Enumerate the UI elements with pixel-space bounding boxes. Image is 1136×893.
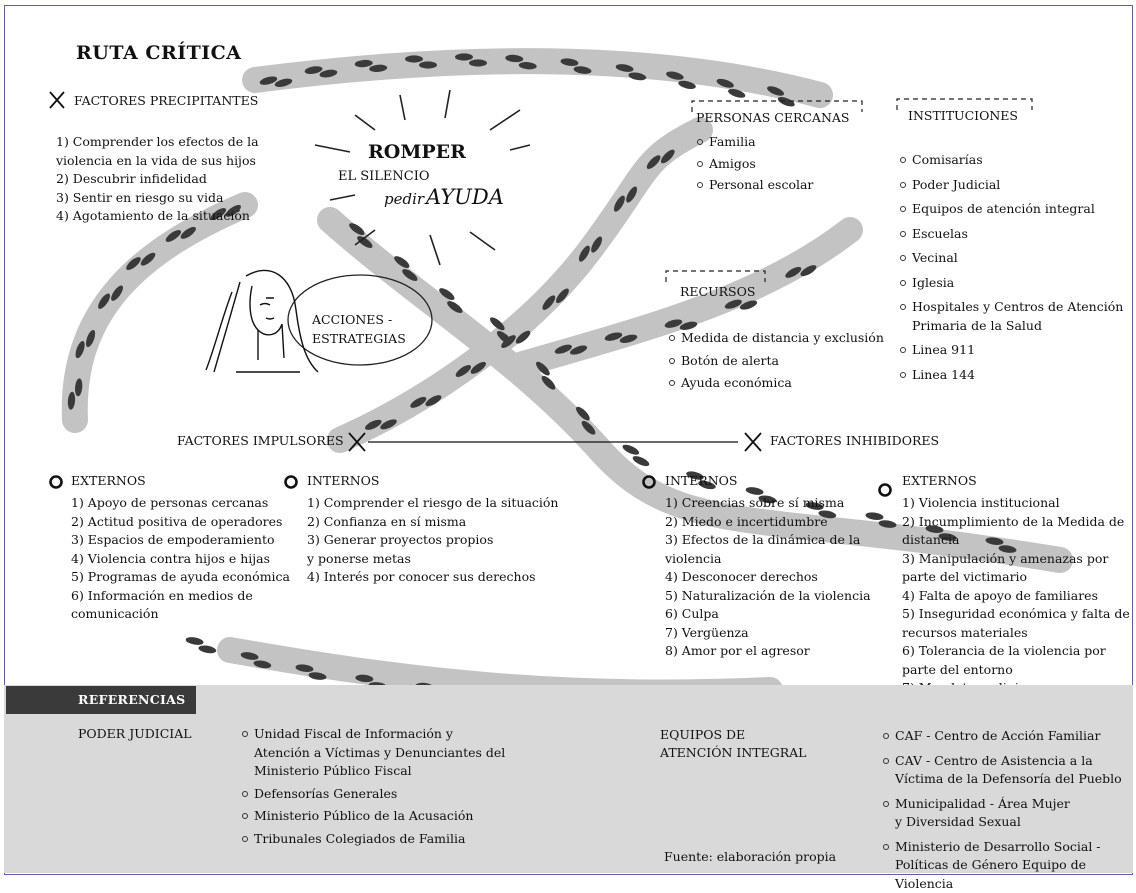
list-item: Botón de alerta	[669, 352, 884, 371]
list-item: 6) Información en medios de	[71, 587, 290, 606]
recursos-heading: RECURSOS	[680, 284, 755, 299]
instituciones-heading: INSTITUCIONES	[908, 108, 1018, 123]
list-item: 3) Efectos de la dinámica de la	[665, 531, 871, 550]
equipos-list: CAF - Centro de Acción Familiar CAV - Ce…	[883, 727, 1128, 893]
list-item: recursos materiales	[902, 624, 1130, 643]
impulsores-internos-heading: INTERNOS	[307, 473, 380, 488]
list-item: 5) Programas de ayuda económica	[71, 568, 290, 587]
impulsores-externos-heading: EXTERNOS	[71, 473, 146, 488]
referencias-tab: REFERENCIAS	[6, 686, 196, 714]
list-item: 2) Actitud positiva de operadores	[71, 513, 290, 532]
list-item: 5) Inseguridad económica y falta de	[902, 605, 1130, 624]
list-item: Ayuda económica	[669, 374, 884, 393]
list-item: Poder Judicial	[900, 176, 1130, 195]
list-item: 4) Agotamiento de la situación	[56, 207, 259, 226]
source-note: Fuente: elaboración propia	[664, 849, 836, 864]
list-item: 3) Sentir en riesgo su vida	[56, 189, 259, 208]
circle-mark	[51, 477, 891, 496]
factores-impulsores-heading: FACTORES IMPULSORES	[177, 433, 344, 448]
recursos-list: Medida de distancia y exclusión Botón de…	[669, 329, 884, 393]
footprint-mark	[184, 636, 218, 655]
list-item: 2) Confianza en sí misma	[307, 513, 558, 532]
list-item: 4) Violencia contra hijos e hijas	[71, 550, 290, 569]
list-item: Linea 911	[900, 341, 1130, 360]
inhibidores-internos-heading: INTERNOS	[665, 473, 738, 488]
list-item: Familia	[697, 133, 813, 152]
list-item: 4) Desconocer derechos	[665, 568, 871, 587]
list-item: 6) Culpa	[665, 605, 871, 624]
list-item: 3) Manipulación y amenazas por	[902, 550, 1130, 569]
list-item: parte del entorno	[902, 661, 1130, 680]
list-item: Ministerio Público de la Acusación	[242, 807, 512, 826]
list-item: 8) Amor por el agresor	[665, 642, 871, 661]
instituciones-list: Comisarías Poder Judicial Equipos de ate…	[900, 151, 1130, 390]
list-item: 2) Incumplimiento de la Medida de	[902, 513, 1130, 532]
list-item: Municipalidad - Área Mujer y Diversidad …	[883, 795, 1070, 832]
equipos-label-2: ATENCIÓN INTEGRAL	[660, 745, 806, 760]
list-item: 1) Creencias sobre sí misma	[665, 494, 871, 513]
list-item: Hospitales y Centros de Atención Primari…	[900, 298, 1127, 335]
list-item: 1) Comprender los efectos de la	[56, 133, 259, 152]
list-item: 7) Vergüenza	[665, 624, 871, 643]
diagram-title: RUTA CRÍTICA	[76, 42, 242, 64]
personas-cercanas-heading: PERSONAS CERCANAS	[696, 110, 849, 125]
list-item: 1) Violencia institucional	[902, 494, 1130, 513]
list-item: 4) Interés por conocer sus derechos	[307, 568, 558, 587]
list-item: Tribunales Colegiados de Familia	[242, 830, 512, 849]
list-item: Linea 144	[900, 366, 1130, 385]
list-item: parte del victimario	[902, 568, 1130, 587]
pedir-label: pedir	[384, 190, 424, 209]
path-left-arc	[75, 205, 245, 420]
list-item: Medida de distancia y exclusión	[669, 329, 884, 348]
list-item: CAV - Centro de Asistencia a la Víctima …	[883, 752, 1128, 789]
inhibidores-externos-heading: EXTERNOS	[902, 473, 977, 488]
list-item: 3) Generar proyectos propios	[307, 531, 558, 550]
list-item: y ponerse metas	[307, 550, 558, 569]
list-item: 2) Descubrir infidelidad	[56, 170, 259, 189]
estrategias-label: ESTRATEGIAS	[312, 330, 406, 349]
list-item: CAF - Centro de Acción Familiar	[883, 727, 1128, 746]
inhibidores-internos-list: 1) Creencias sobre sí misma 2) Miedo e i…	[665, 494, 871, 661]
poder-judicial-list: Unidad Fiscal de Información y Atención …	[242, 725, 512, 848]
factores-precipitantes-heading: FACTORES PRECIPITANTES	[74, 93, 258, 108]
list-item: distancia	[902, 531, 1130, 550]
list-item: 1) Apoyo de personas cercanas	[71, 494, 290, 513]
poder-judicial-label: PODER JUDICIAL	[78, 726, 192, 741]
woman-face-illustration	[206, 270, 318, 372]
list-item: 4) Falta de apoyo de familiares	[902, 587, 1130, 606]
equipos-label-1: EQUIPOS DE	[660, 727, 745, 742]
list-item: Defensorías Generales	[242, 785, 512, 804]
ayuda-label: AYUDA	[426, 185, 504, 209]
list-item: Ministerio de Desarrollo Social - Políti…	[883, 838, 1128, 893]
list-item: 5) Naturalización de la violencia	[665, 587, 871, 606]
list-item: 2) Miedo e incertidumbre	[665, 513, 871, 532]
list-item: Iglesia	[900, 274, 1130, 293]
list-item: Comisarías	[900, 151, 1130, 170]
list-item: Unidad Fiscal de Información y Atención …	[242, 725, 512, 781]
factores-precipitantes-list: 1) Comprender los efectos de la violenci…	[56, 133, 259, 226]
list-item: Equipos de atención integral	[900, 200, 1130, 219]
silencio-label: EL SILENCIO	[338, 168, 430, 187]
inhibidores-externos-list: 1) Violencia institucional 2) Incumplimi…	[902, 494, 1130, 698]
list-item: 1) Comprender el riesgo de la situación	[307, 494, 558, 513]
list-item: Escuelas	[900, 225, 1130, 244]
list-item: violencia	[665, 550, 871, 569]
list-item: Vecinal	[900, 249, 1130, 268]
romper-label: ROMPER	[368, 143, 466, 162]
list-item: 3) Espacios de empoderamiento	[71, 531, 290, 550]
acciones-label: ACCIONES -	[312, 311, 392, 330]
personas-cercanas-list: Familia Amigos Personal escolar	[697, 133, 813, 195]
list-item: Amigos	[697, 155, 813, 174]
impulsores-externos-list: 1) Apoyo de personas cercanas 2) Actitud…	[71, 494, 290, 624]
list-item: violencia en la vida de sus hijos	[56, 152, 259, 171]
list-item: 6) Tolerancia de la violencia por	[902, 642, 1130, 661]
factores-inhibidores-heading: FACTORES INHIBIDORES	[770, 433, 939, 448]
impulsores-internos-list: 1) Comprender el riesgo de la situación …	[307, 494, 558, 587]
list-item: comunicación	[71, 605, 290, 624]
list-item: Personal escolar	[697, 176, 813, 195]
